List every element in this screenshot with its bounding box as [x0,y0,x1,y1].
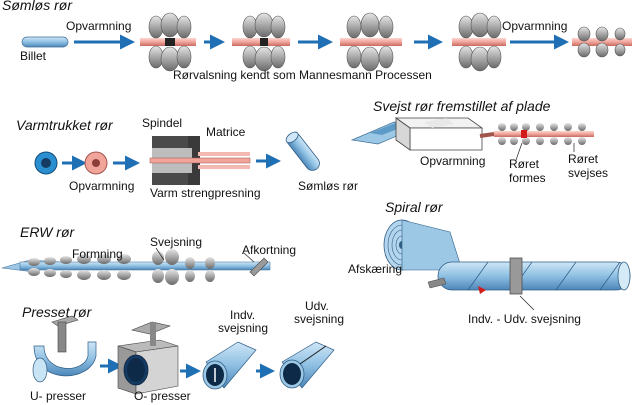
label-formed: formes [509,171,546,185]
roll-stand [340,12,402,72]
forming-rolls [494,123,594,145]
label-inner-weld: Indv. [230,308,256,322]
sizing-rolls [572,26,632,58]
erw-row [1,247,271,285]
outer-weld-pipe [279,341,335,389]
billet [21,36,69,48]
cutoff-saw [249,257,269,277]
label-inner-weld: svejsning [218,321,269,335]
label-cutting: Afskæring [348,262,403,276]
label-billet: Billet [20,49,47,63]
pressed-row [32,315,335,395]
caption-mannesmann: Rørvalsning kendt som Mannesmann Process… [173,68,432,82]
extrusion-press [149,136,251,185]
label-outer-weld: svejsning [294,312,345,326]
hot-drawn-row [34,131,320,185]
section-title-seamless: Sømløs rør [2,0,72,13]
welded-plate-row [350,117,594,161]
label-inner-outer-welding: Indv. - Udv. svejsning [468,312,581,326]
erw-welding-rolls [152,249,215,285]
label-spindle: Spindel [142,116,183,130]
spiral-pipe [437,261,631,291]
o-press [117,321,179,395]
seamless-tube [285,131,320,171]
label-extrusion: Varm strengpresning [150,186,261,200]
section-title-hot-drawn: Varmtrukket rør [16,117,113,133]
roll-stand [232,12,290,72]
label-welded: svejses [568,166,609,180]
u-press [32,315,97,383]
seamless-row [21,12,632,72]
label-heating: Opvarmning [420,154,486,168]
leader-line [515,142,523,161]
spiral-row [383,219,631,311]
label-cutoff: Afkortning [242,243,297,257]
label-welded: Røret [568,152,598,166]
label-outer-weld: Udv. [305,299,329,313]
erw-forming-rolls [28,254,131,280]
label-die: Matrice [206,125,246,139]
label-welding: Svejsning [150,235,203,249]
label-formed: Røret [509,157,539,171]
section-title-erw: ERW rør [20,224,75,240]
inner-weld-pipe [202,341,257,390]
cutting-tool [427,277,447,289]
label-forming: Formning [72,247,123,261]
welding-clamp [509,257,523,295]
section-title-spiral: Spiral rør [385,199,443,215]
roll-stand [452,12,506,72]
label-heating: Opvarmning [502,19,568,33]
label-heating: Opvarmning [69,179,135,193]
label-heating: Opvarmning [66,19,132,33]
roll-stand [140,12,196,72]
section-title-pressed: Presset rør [22,304,92,320]
label-u-press: U- presser [30,389,87,403]
label-seamless-pipe: Sømløs rør [298,179,358,193]
label-o-press: O- presser [134,389,191,403]
section-title-welded-plate: Svejst rør fremstillet af plade [373,98,551,114]
